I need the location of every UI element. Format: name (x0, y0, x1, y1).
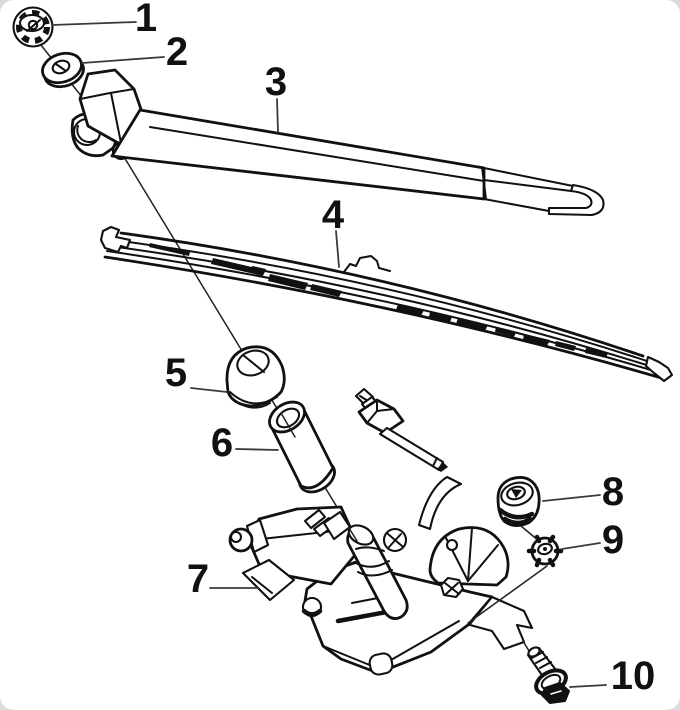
leader-line-9 (561, 542, 601, 550)
callout-9: 9 (561, 518, 624, 562)
part-washer (41, 51, 85, 89)
arm-rod (483, 167, 605, 217)
part-wiper-arm (70, 68, 605, 217)
leader-line-1 (51, 21, 137, 26)
callout-4: 4 (322, 193, 345, 268)
leader-line-8 (542, 494, 601, 502)
part-pivot-grommet (225, 345, 286, 409)
callout-1: 1 (51, 0, 157, 40)
arm-beam (110, 108, 486, 201)
callout-7: 7 (187, 557, 259, 601)
part-mounting-bolt (526, 646, 570, 704)
callout-2: 2 (81, 30, 188, 74)
callout-number-4: 4 (322, 193, 345, 237)
blade-rubber-texture (149, 243, 608, 358)
part-wiper-motor (228, 505, 534, 676)
part-wiper-blade (99, 225, 674, 383)
callout-10: 10 (569, 654, 656, 698)
part-mounting-nut (526, 534, 564, 568)
callout-5: 5 (165, 351, 228, 395)
blade-clip (343, 255, 391, 273)
callout-number-5: 5 (165, 351, 187, 395)
callout-number-1: 1 (135, 0, 157, 40)
leader-line-10 (569, 684, 607, 688)
blade-right-end (644, 355, 674, 383)
part-spacer-sleeve (268, 400, 336, 494)
arm-hook (547, 183, 605, 217)
leader-line-3 (276, 98, 279, 133)
part-hose-guide (417, 475, 463, 531)
leader-line-5 (190, 387, 228, 393)
leader-line-4 (335, 230, 340, 268)
callout-number-9: 9 (602, 518, 624, 562)
motor-fin (241, 558, 296, 602)
callout-number-6: 6 (211, 421, 233, 465)
leader-line-6 (235, 448, 279, 451)
callouts: 1 2 3 4 5 6 7 8 (51, 0, 656, 698)
axis-line-9-stud (467, 565, 548, 624)
callout-number-10: 10 (611, 654, 656, 698)
callout-number-2: 2 (166, 30, 188, 74)
callout-8: 8 (542, 470, 624, 514)
callout-6: 6 (211, 421, 279, 465)
plate-foot (368, 652, 394, 676)
part-cap-nut (496, 476, 541, 527)
callout-3: 3 (265, 60, 287, 133)
part-spindle-nut (12, 6, 54, 48)
part-stud-connector (354, 387, 448, 472)
callout-number-7: 7 (187, 557, 209, 601)
callout-number-8: 8 (602, 470, 624, 514)
motor-connector (303, 508, 352, 541)
callout-number-3: 3 (265, 60, 287, 104)
leader-line-2 (81, 56, 165, 64)
blade-left-end (99, 225, 132, 254)
